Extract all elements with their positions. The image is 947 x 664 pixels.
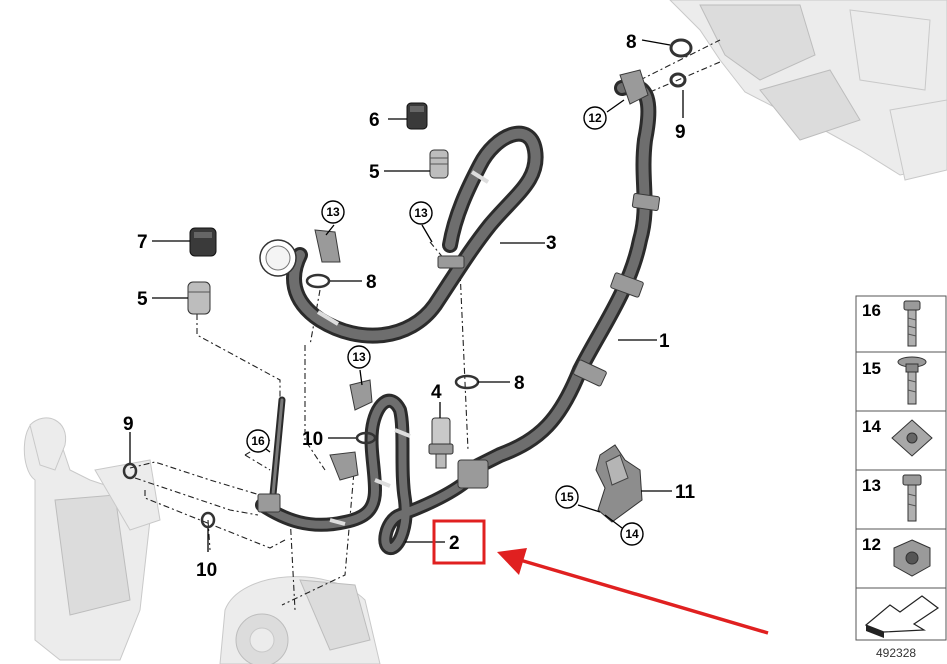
svg-text:13: 13 [326, 205, 340, 219]
callout-6: 6 [369, 110, 380, 131]
valve-5-upper [429, 149, 449, 179]
receiver-unit-ghost [23, 417, 161, 661]
callout-4: 4 [431, 382, 442, 403]
callout-15-circle: 15 [555, 485, 579, 509]
callout-13-circle-c: 13 [347, 345, 371, 369]
svg-text:14: 14 [625, 527, 639, 541]
cap-6 [406, 102, 428, 130]
screw-15-icon [897, 356, 927, 405]
highlight-box [432, 519, 486, 565]
callout-2: 2 [449, 533, 460, 554]
legend-num-12: 12 [862, 535, 881, 554]
callout-7: 7 [137, 232, 148, 253]
rings [122, 38, 693, 529]
callout-5-upper: 5 [369, 162, 380, 183]
callout-8-mid: 8 [366, 272, 377, 293]
callout-13-circle-b: 13 [409, 201, 433, 225]
svg-text:13: 13 [352, 350, 366, 364]
bolt-16-icon [903, 300, 921, 347]
callout-16-circle: 16 [246, 429, 270, 453]
compressor-ghost [219, 576, 381, 664]
callout-12-circle: 12 [583, 106, 607, 130]
cap-7 [189, 227, 217, 257]
svg-text:16: 16 [251, 434, 265, 448]
callout-1: 1 [659, 331, 670, 352]
legend-num-13: 13 [862, 476, 881, 495]
callout-10-bottom: 10 [196, 560, 217, 581]
pressure-sensor-4 [428, 417, 454, 469]
svg-text:13: 13 [414, 206, 428, 220]
callout-13-circle-a: 13 [321, 200, 345, 224]
callout-3: 3 [546, 233, 557, 254]
callout-9-top: 9 [675, 122, 686, 143]
callout-10-mid: 10 [302, 429, 323, 450]
callout-5-lower: 5 [137, 289, 148, 310]
callout-11: 11 [675, 482, 696, 503]
diagram-id: 492328 [876, 646, 916, 660]
installation-arrow-icon [864, 595, 940, 638]
hose-1 [462, 69, 661, 478]
callout-8-right: 8 [514, 373, 525, 394]
legend-num-16: 16 [862, 301, 881, 320]
highlight-arrow [497, 548, 769, 635]
hvac-unit-ghost [669, 0, 947, 181]
callout-14-circle: 14 [620, 522, 644, 546]
hose-2 [255, 379, 489, 555]
legend-num-14: 14 [862, 417, 881, 436]
service-pipe [257, 396, 286, 513]
bracket-11 [595, 444, 643, 523]
hose-3 [259, 125, 544, 344]
nut-12-icon [893, 539, 931, 577]
svg-text:12: 12 [588, 111, 602, 125]
callout-9-left: 9 [123, 414, 134, 435]
legend-num-15: 15 [862, 359, 881, 378]
fastener-legend: 16 15 14 13 12 [855, 295, 947, 660]
bolt-13-icon [902, 474, 922, 522]
clip-nut-14-icon [891, 419, 933, 457]
leader-lines [129, 39, 684, 552]
callout-8-top: 8 [626, 32, 637, 53]
svg-text:15: 15 [560, 490, 574, 504]
valve-5-lower [187, 281, 211, 315]
